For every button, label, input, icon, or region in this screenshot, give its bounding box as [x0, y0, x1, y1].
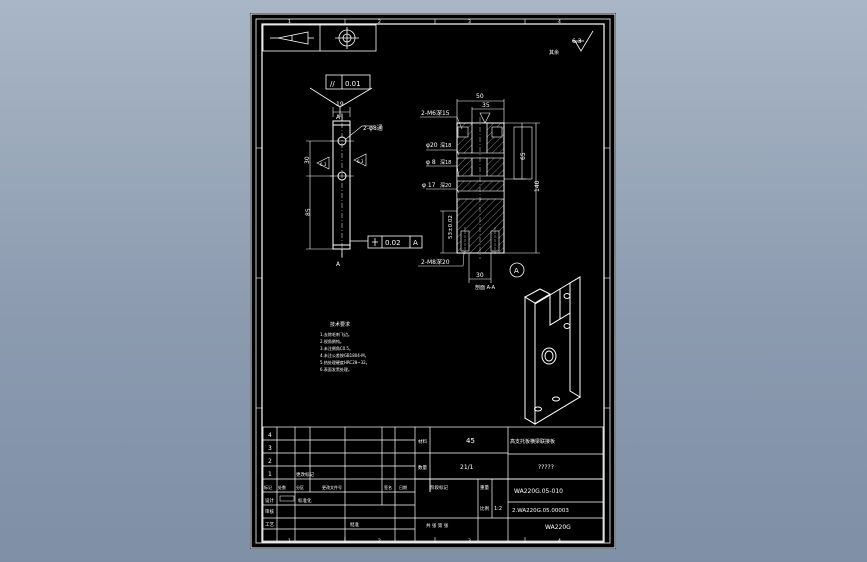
label-material: 材料: [418, 438, 427, 445]
rev-row: 1: [268, 471, 272, 478]
view-marker-circle: [509, 262, 525, 278]
label-depth: 深18: [440, 159, 451, 166]
rev-row: 3: [268, 445, 272, 452]
change-record: 更改标记: [296, 471, 314, 478]
dim-53-lines: [440, 210, 457, 254]
section-label: 剖面 A-A: [475, 284, 496, 291]
note-2m6: 2-M6深15: [421, 109, 450, 117]
rev-row: 2: [268, 458, 272, 465]
col-subarea: 分区: [296, 484, 304, 490]
view-marker: A: [514, 267, 519, 275]
drawing-frame: [261, 23, 605, 543]
dim-width: 19: [336, 101, 344, 108]
perp-value: 0.02: [385, 239, 401, 247]
roughness-mark-value: 6.3: [320, 162, 327, 167]
tech-req-title: 技术要求: [330, 321, 350, 328]
zone-number: 4: [558, 19, 561, 25]
sheet-info: 共 张 第 张: [426, 522, 449, 529]
dim-85: 85: [305, 208, 312, 216]
front-vertical-dims: [306, 140, 333, 250]
label-approve: 批准: [350, 521, 359, 528]
label-weight: 重量: [480, 484, 489, 491]
section-view-body: [456, 117, 505, 259]
label-depth: 深20: [440, 182, 451, 189]
part-name: 高支托板横梁联接板: [510, 438, 555, 445]
projection-symbol: [262, 24, 377, 52]
label-scale: 比例: [480, 505, 489, 512]
perp-datum: A: [413, 239, 418, 247]
col-sign: 签名: [384, 484, 392, 490]
title-block-grid: [262, 426, 604, 542]
section-leaders: [418, 116, 465, 267]
parallel-tolerance-frame: [309, 74, 373, 117]
col-mark: 标记: [264, 484, 272, 490]
roughness-value: 6.3: [572, 38, 582, 45]
dim-35: 35: [482, 102, 490, 109]
inner-border: [255, 18, 611, 544]
width-dimension: [332, 107, 351, 117]
zone-number: 2: [378, 19, 381, 25]
tech-req-line: 6.表面发黑处理。: [320, 366, 352, 372]
ratio-value: 21/1: [460, 464, 474, 471]
scale-value: 1:2: [494, 506, 502, 512]
hole-leader: [345, 125, 374, 140]
company-name: ?????: [538, 464, 554, 471]
dim-phi17: φ 17: [422, 182, 436, 189]
zone-number: 3: [468, 19, 471, 25]
zone-ticks: [256, 19, 610, 543]
label-standard: 标准化: [298, 497, 312, 504]
roughness-mark-value: 6.3: [357, 159, 364, 164]
roughness-marks: [316, 153, 367, 170]
dim-30: 30: [304, 156, 311, 164]
dim-140: 140: [534, 180, 541, 192]
drawing-sheet: 1 2 3 4 1 2 3 4 6.3 其余 // 0.01 19: [250, 13, 616, 549]
section-roughness-mark: [479, 112, 491, 124]
tolerance-value: 0.01: [345, 80, 361, 88]
drawing-canvas: 1 2 3 4 1 2 3 4 6.3 其余 // 0.01 19: [250, 13, 616, 549]
section-right-dims: [504, 122, 540, 254]
label-depth: 深18: [440, 142, 451, 149]
label-design: 设计: [265, 497, 274, 504]
tech-req-line: 5.热处理硬度HRC28~32。: [320, 359, 370, 365]
roughness-note: 其余: [549, 49, 559, 56]
dim-phi8: φ 8: [426, 159, 436, 166]
rev-row: 4: [268, 432, 272, 439]
tech-req-line: 2.锐角倒钝。: [320, 338, 344, 344]
tech-req-line: 1.去除毛刺飞边。: [320, 331, 352, 337]
section-marker: A: [336, 114, 341, 121]
front-view-body: [330, 113, 354, 259]
zone-number: 1: [288, 19, 291, 25]
tech-req-line: 3.未注倒角C0.5。: [320, 345, 353, 351]
isometric-view: [523, 276, 581, 425]
label-process: 工艺: [265, 522, 274, 528]
product-code: WA220G: [545, 524, 571, 531]
assembly-number: 2.WA220G.05.00003: [512, 508, 569, 514]
section-bottom-dims: [468, 253, 492, 283]
dim-phi20: φ20: [426, 142, 438, 149]
dim-50: 50: [476, 93, 484, 100]
material-value: 45: [466, 437, 475, 445]
perp-tolerance-frame: [350, 235, 423, 249]
dim-65: 65: [520, 152, 527, 160]
tech-req-line: 4.未注公差按GB1804-M。: [320, 352, 369, 358]
col-count: 处数: [278, 484, 286, 490]
label-check: 审核: [265, 508, 274, 515]
hole-note: 2-φ8通: [363, 124, 383, 132]
drawing-number: WA220G.05-010: [514, 488, 563, 495]
section-marker: A: [336, 261, 341, 268]
tolerance-symbol: //: [330, 80, 335, 88]
section-top-dims: [456, 99, 505, 123]
signature-box: [279, 495, 295, 502]
col-date: 日期: [399, 484, 407, 490]
col-change-doc: 更改文件号: [322, 484, 342, 490]
note-2m8: 2-M8深20: [421, 258, 450, 266]
roughness-symbol: [572, 30, 594, 52]
dim-30b: 30: [476, 272, 484, 279]
label-stage: 阶段标记: [430, 484, 448, 491]
outer-border: [250, 13, 616, 549]
label-quantity: 数量: [418, 464, 427, 471]
dim-53: 53±0.02: [448, 215, 454, 239]
